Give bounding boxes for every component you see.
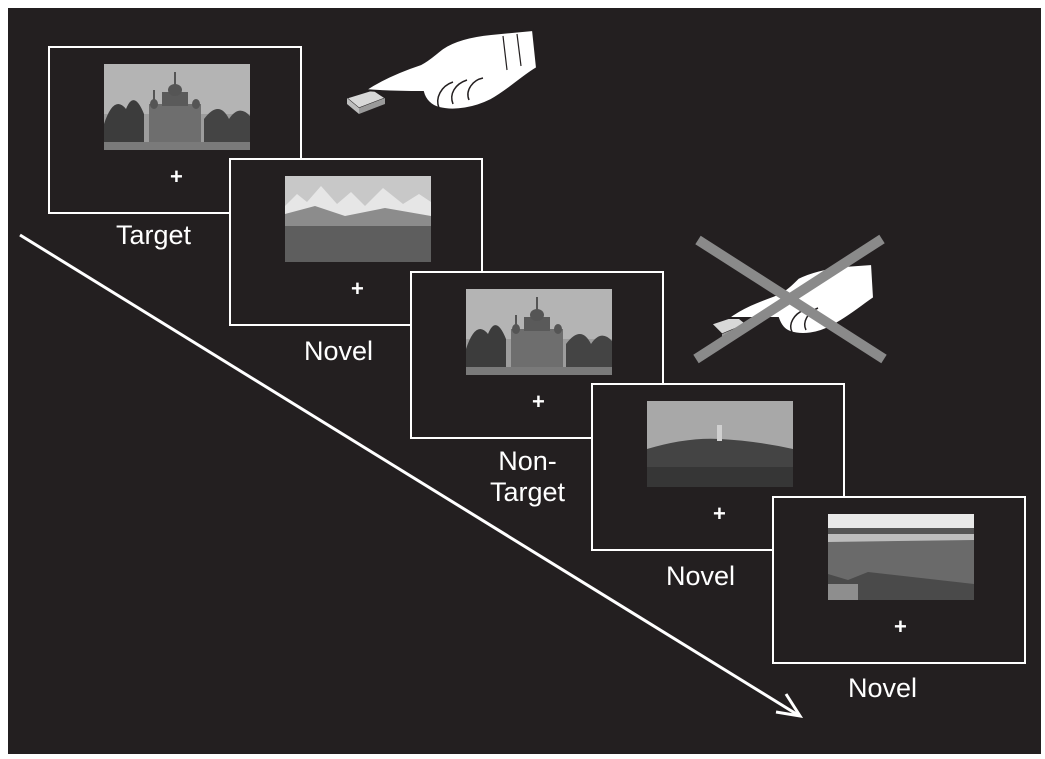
mountain-photo [285,176,431,262]
marsh-photo [828,514,974,600]
trial-frame-novel-1: + [229,158,483,326]
trial-frame-novel-3: + [772,496,1026,664]
crossed-out-pointing-hand-icon [693,234,887,364]
church-photo [466,289,612,375]
trial-label-non-target: Non- Target [490,446,566,507]
trial-label-novel-3: Novel [848,673,918,703]
fixation-cross: + [532,389,545,414]
trial-label-target: Target [116,220,192,250]
fixation-cross: + [713,501,726,526]
time-arrow-icon [19,233,804,719]
church-photo [104,64,250,150]
fixation-cross: + [894,614,907,639]
trial-label-novel-1: Novel [304,336,374,366]
fixation-cross: + [351,276,364,301]
hill-photo [647,401,793,487]
fixation-cross: + [170,164,183,189]
trial-label-novel-2: Novel [666,561,736,591]
trial-frame-target: + [48,46,302,214]
pointing-hand-button-icon [345,28,539,114]
task-figure: + Target + Novel [8,8,1041,754]
